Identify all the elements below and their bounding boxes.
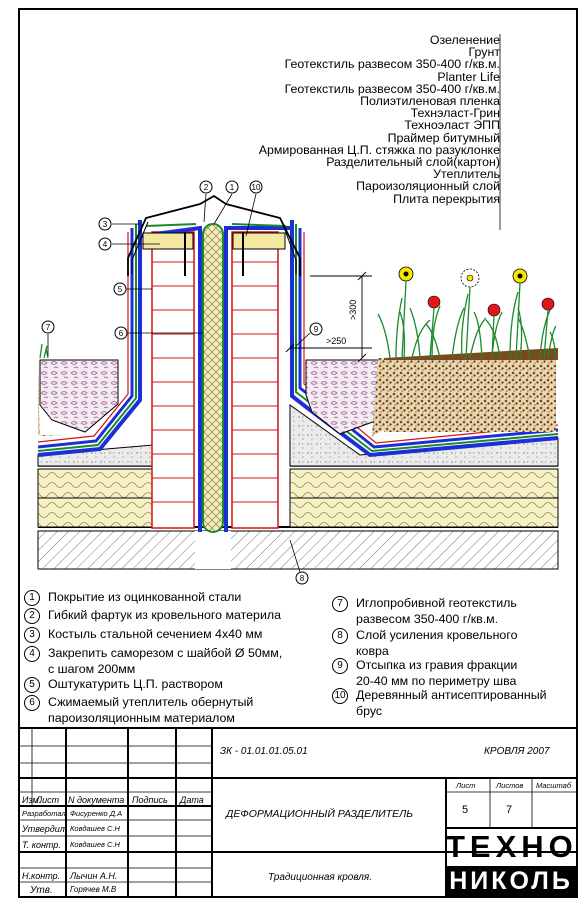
staff-name: Горячев М.В [70,885,117,894]
layer-label: Полиэтиленовая пленка [360,94,500,109]
col-header: N документа [68,795,125,805]
staff-name: Ковдашев С.Н [70,840,120,849]
layer-label: Технэласт-Грин [410,106,500,121]
col-header: Подпись [132,795,168,805]
layer-label: Армированная Ц.П. стяжка по разуклонке [258,142,500,157]
callout-label: 2 [204,183,209,192]
flower-icon [487,303,501,359]
sheet-number: 5 [462,804,469,816]
flower-icon [541,297,555,359]
callout-label: 6 [119,329,124,338]
layer-label: Утеплитель [433,167,500,182]
staff-role: Утв. [30,885,53,896]
layer-label: Техноэласт ЭПП [404,118,500,133]
staff-name: Фисуренко Д.А [70,809,123,818]
col-header: Изм. [22,795,42,805]
callout-label: 8 [300,574,305,583]
logo-top: ТЕХНО [446,829,578,864]
drawing-frame [18,8,578,898]
callout-label: 1 [230,183,235,192]
layer-label: Разделительный слой(картон) [326,155,500,170]
sheets-label: Листов [496,781,524,790]
callout-label: 5 [118,285,123,294]
layer-label: Геотекстиль развесом 350-400 г/кв.м. [284,81,500,96]
layer-label: Planter Life [437,69,500,84]
layer-label: Грунт [468,45,500,60]
staff-name: Лычин А.Н. [70,871,118,881]
callout-label: 4 [103,240,108,249]
dim-width: >250 [326,336,346,346]
drawing-title: ДЕФОРМАЦИОННЫЙ РАЗДЕЛИТЕЛЬ [226,808,414,820]
col-header: Лист [36,795,60,805]
layer-label: Пароизоляционный слой [356,179,500,194]
sheet-label: Лист [456,781,476,790]
layer-label: Озеленение [429,33,500,47]
drawing-subtitle: Традиционная кровля. [268,872,373,883]
layer-label: Праймер битумный [387,130,500,145]
dim-height: >300 [348,300,358,320]
staff-role: Т. контр. [22,840,61,850]
flower-icon [460,268,480,359]
logo-bottom: НИКОЛЬ [446,866,576,896]
callout-label: 9 [314,325,319,334]
layer-label: Плита перекрытия [393,191,500,206]
staff-name: Ковдашев С.Н [70,824,120,833]
staff-role: Н.контр. [22,871,61,881]
flower-icon [427,295,441,359]
callout-label: 10 [252,183,261,192]
section-title: КРОВЛЯ 2007 [484,746,550,757]
sheet-count: 7 [506,804,513,816]
flower-icon [512,268,528,359]
layer-label: Геотекстиль развесом 350-400 г/кв.м. [284,57,500,72]
col-header: Дата [180,795,204,805]
callout-label: 3 [103,220,108,229]
layer-list: Озеленение Грунт Геотекстиль развесом 35… [259,34,500,205]
drawing-code: ЗК - 01.01.01.05.01 [220,746,308,757]
staff-role: Утвердил [22,824,65,834]
callout-label: 7 [46,323,51,332]
scale-label: Масштаб [536,781,572,790]
staff-role: Разработал [22,809,66,818]
flower-icon [398,266,414,359]
